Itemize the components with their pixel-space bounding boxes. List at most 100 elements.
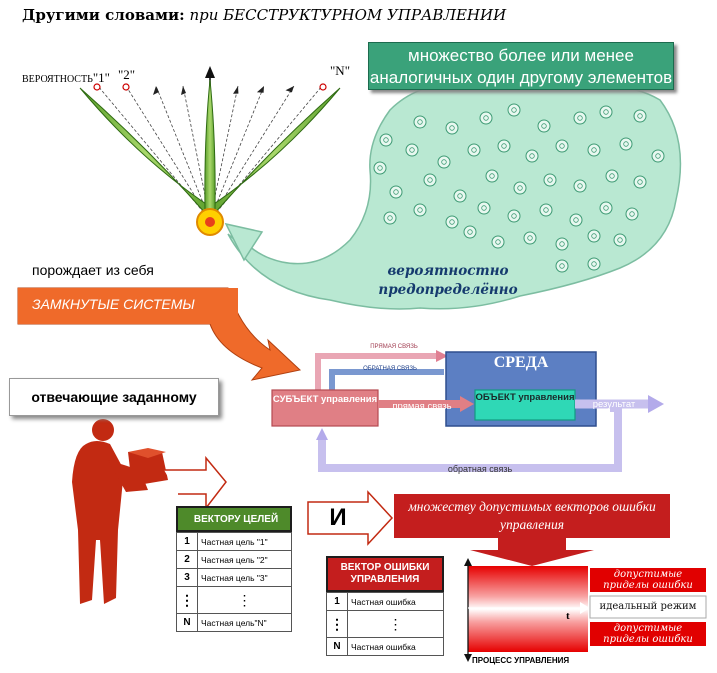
cloud-element xyxy=(445,121,459,135)
cloud-element xyxy=(555,139,569,153)
cloud-element xyxy=(497,139,511,153)
direct-mid-label: прямая связь xyxy=(392,401,452,412)
result-label: результат xyxy=(592,399,636,410)
prob-marker-2 xyxy=(122,83,130,91)
cloud-element xyxy=(437,155,451,169)
cloud-element xyxy=(453,189,467,203)
cloud-element xyxy=(587,257,601,271)
row-number: ⋮ xyxy=(176,586,198,614)
closed-systems-banner xyxy=(17,287,302,381)
cloud-element xyxy=(405,143,419,157)
cloud-element xyxy=(625,207,639,221)
fan-ray xyxy=(97,85,211,221)
prob-marker-1 xyxy=(93,83,101,91)
row-text: Частная цель "3" xyxy=(197,568,292,587)
limit-top-box xyxy=(590,568,706,592)
fan-ray xyxy=(209,85,323,221)
set-description-box: множество более или менее аналогичных од… xyxy=(368,42,674,90)
answering-box: отвечающие заданному xyxy=(9,378,219,416)
row-text: Частная цель"N" xyxy=(197,613,292,632)
row-number: 2 xyxy=(176,550,198,569)
cloud-element xyxy=(477,201,491,215)
direct-top-label: ПРЯМАЯ СВЯЗЬ xyxy=(370,344,418,350)
row-text: ⋮ xyxy=(347,610,444,638)
cloud-element xyxy=(573,111,587,125)
element-cloud xyxy=(224,82,682,310)
errors-title: множеству допустимых векторов ошибки упр… xyxy=(408,499,656,532)
cloud-element xyxy=(485,169,499,183)
object-label: ОБЪЕКТ управления xyxy=(475,392,575,403)
cloud-element xyxy=(507,103,521,117)
closed-systems-label: ЗАМКНУТЫЕ СИСТЕМЫ xyxy=(32,296,195,312)
ideal-label: идеальный режим xyxy=(599,601,697,612)
cloud-element xyxy=(445,215,459,229)
cloud-element xyxy=(463,225,477,239)
cloud-element xyxy=(467,143,481,157)
probability-2: "2" xyxy=(118,67,136,82)
man-arrow xyxy=(164,455,227,511)
cloud-element xyxy=(491,235,505,249)
cloud-element xyxy=(423,173,437,187)
row-number: 1 xyxy=(326,592,348,611)
cloud-element xyxy=(379,133,393,147)
cloud-element xyxy=(555,237,569,251)
cloud-element xyxy=(525,149,539,163)
page-title: Другими словами: при БЕССТРУКТУРНОМ УПРА… xyxy=(22,6,507,24)
limit-bottom-label: допустимые приделы ошибки xyxy=(603,623,693,645)
row-number: N xyxy=(176,613,198,632)
cloud-element xyxy=(413,115,427,129)
cloud-element xyxy=(479,111,493,125)
probability-fan xyxy=(79,66,341,236)
limit-bottom-box xyxy=(590,622,706,646)
row-text: Частная ошибка xyxy=(347,592,444,611)
errors-title-box xyxy=(394,494,670,538)
env-label: СРЕДА xyxy=(493,354,549,371)
row-number: 1 xyxy=(176,532,198,551)
probabilistic-label: вероятностно предопределённо xyxy=(378,263,518,298)
cloud-element xyxy=(613,233,627,247)
probability-n: "N" xyxy=(330,63,351,78)
probability-label: ВЕРОЯТНОСТЬ"1" xyxy=(22,70,110,85)
cloud-element xyxy=(587,143,601,157)
feedback-top-label: ОБРАТНАЯ СВЯЗЬ xyxy=(363,366,417,372)
goals-header: ВЕКТОРУ ЦЕЛЕЙ xyxy=(176,506,292,532)
control-diagram xyxy=(271,350,664,472)
cloud-element xyxy=(537,119,551,133)
row-text: ⋮ xyxy=(197,586,292,614)
cloud-element xyxy=(619,137,633,151)
cloud-element xyxy=(599,105,613,119)
cloud-element xyxy=(373,161,387,175)
cloud-element xyxy=(605,169,619,183)
row-number: ⋮ xyxy=(326,610,348,638)
process-chart xyxy=(464,558,707,662)
row-number: N xyxy=(326,637,348,656)
row-text: Частная ошибка xyxy=(347,637,444,656)
cloud-element xyxy=(543,173,557,187)
prob-marker-n xyxy=(319,83,327,91)
fan-ray xyxy=(155,85,211,221)
cloud-element xyxy=(389,185,403,199)
cloud-element xyxy=(633,109,647,123)
and-label: И xyxy=(329,504,347,531)
row-number: 3 xyxy=(176,568,198,587)
row-text: Частная цель "1" xyxy=(197,532,292,551)
time-label: t xyxy=(566,610,570,622)
cloud-element xyxy=(507,209,521,223)
cloud-element xyxy=(573,179,587,193)
row-text: Частная цель "2" xyxy=(197,550,292,569)
cloud-element xyxy=(383,211,397,225)
cloud-elements xyxy=(373,103,665,273)
cloud-element xyxy=(633,175,647,189)
feedback-bottom-label: обратная связь xyxy=(447,464,513,474)
ideal-box xyxy=(589,595,707,619)
cloud-element xyxy=(587,229,601,243)
man-figure xyxy=(72,419,168,604)
cloud-element xyxy=(651,149,665,163)
